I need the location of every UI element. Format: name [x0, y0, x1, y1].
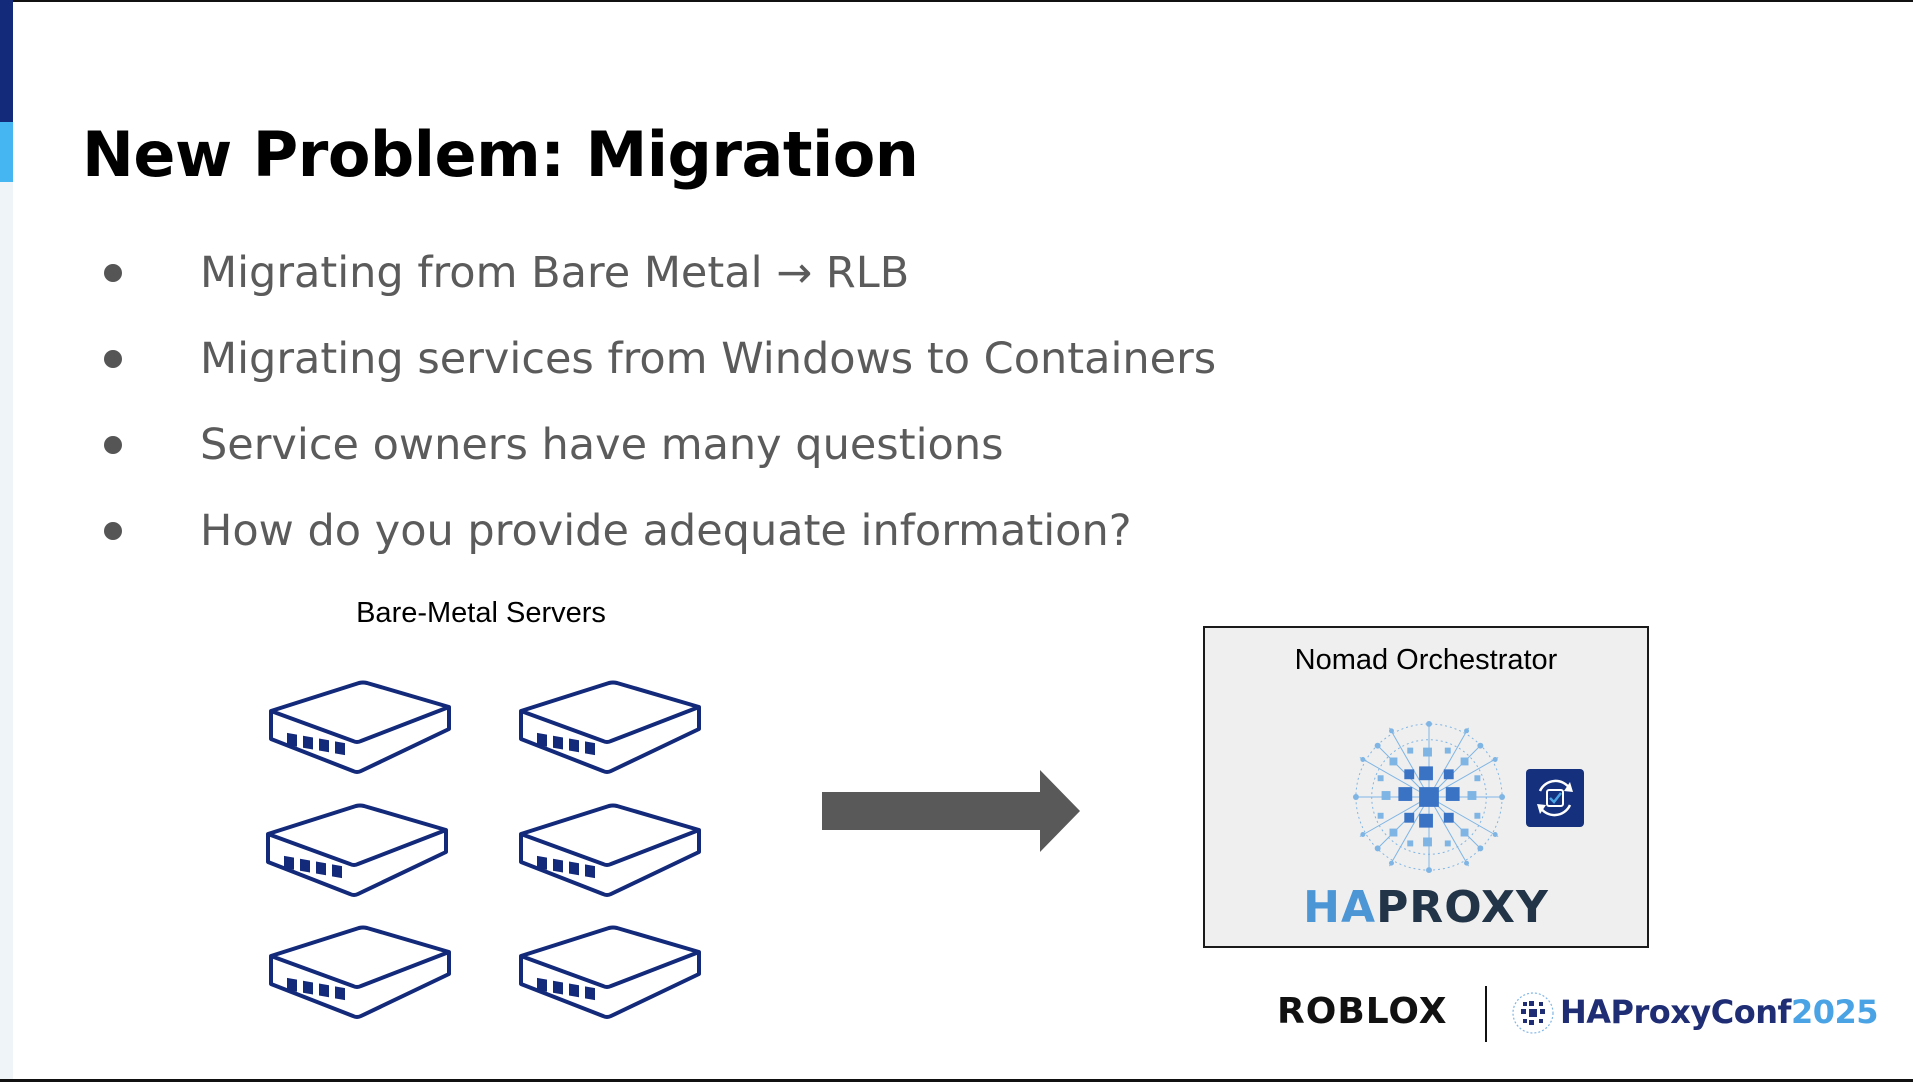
footer-divider [1485, 986, 1487, 1042]
bullet-item: How do you provide adequate information? [104, 488, 1216, 574]
bullet-text: Service owners have many questions [200, 420, 1004, 470]
server-icon [265, 922, 455, 1022]
bullet-item: Migrating from Bare Metal → RLB [104, 230, 1216, 316]
bullet-item: Service owners have many questions [104, 402, 1216, 488]
bullet-text: Migrating services from Windows to Conta… [200, 334, 1217, 384]
bottom-border [0, 1079, 1913, 1082]
server-icon [515, 800, 705, 900]
accent-bar-pale [0, 182, 13, 1079]
haproxyconf-logo-icon [1512, 992, 1554, 1034]
roblox-logo: ROBLOX [1277, 991, 1448, 1032]
bullet-dot-icon [104, 436, 122, 454]
bullet-dot-icon [104, 350, 122, 368]
top-border [0, 0, 1913, 2]
server-icon [515, 922, 705, 1022]
bullet-list: Migrating from Bare Metal → RLB Migratin… [104, 230, 1216, 574]
server-icon [265, 677, 455, 777]
servers-label: Bare-Metal Servers [356, 597, 606, 629]
bullet-text: Migrating from Bare Metal → RLB [200, 248, 910, 298]
nomad-orchestrator-box: Nomad Orchestrator [1203, 626, 1649, 948]
haproxy-wordmark: HAPROXY [1303, 882, 1549, 933]
server-icon [515, 677, 705, 777]
haproxyconf-wordmark: HAProxyConf2025 [1560, 993, 1879, 1031]
server-icon [262, 800, 452, 900]
sync-check-icon [1526, 769, 1584, 827]
haproxy-logo-icon [1352, 720, 1506, 874]
bullet-dot-icon [104, 264, 122, 282]
bullet-text: How do you provide adequate information? [200, 506, 1132, 556]
orchestrator-label: Nomad Orchestrator [1294, 644, 1558, 676]
accent-bar-cyan [0, 122, 13, 182]
slide-title: New Problem: Migration [82, 118, 919, 191]
bullet-item: Migrating services from Windows to Conta… [104, 316, 1216, 402]
accent-bar-dark [0, 0, 13, 122]
bullet-dot-icon [104, 522, 122, 540]
right-arrow-icon [822, 770, 1080, 852]
